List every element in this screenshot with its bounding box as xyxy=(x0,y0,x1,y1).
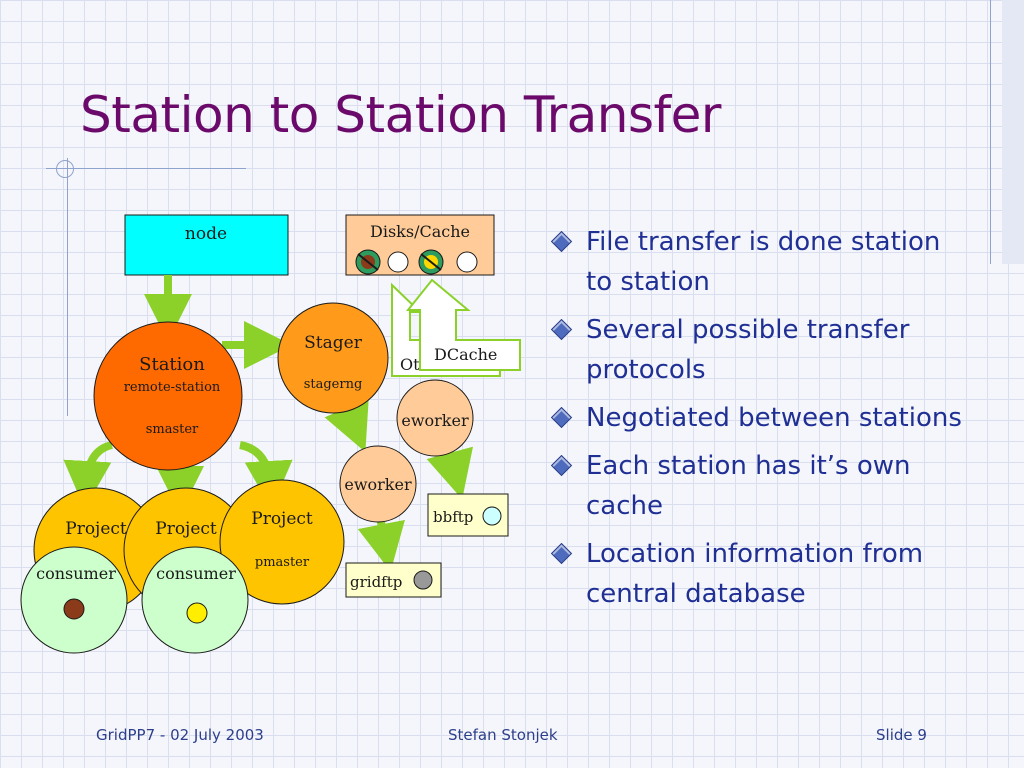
stager-label: Stager xyxy=(304,333,363,353)
eworker-upper-label: eworker xyxy=(401,411,469,430)
bbftp-status-icon xyxy=(482,506,502,526)
consumer-label-2: consumer xyxy=(156,564,236,583)
project-sublabel-pmaster: pmaster xyxy=(255,555,310,570)
diamond-bullet-icon xyxy=(550,542,573,565)
bullet-item: File transfer is done station to station xyxy=(550,222,972,302)
dcache-label: DCache xyxy=(434,345,497,364)
dcache-arrow xyxy=(405,278,521,371)
disk-icons xyxy=(355,249,478,275)
right-decorative-line xyxy=(990,0,991,264)
consumer-1-file-icon xyxy=(63,598,85,620)
bullet-text: Several possible transfer protocols xyxy=(586,315,910,385)
diamond-bullet-icon xyxy=(550,230,573,253)
bullet-item: Location information from central databa… xyxy=(550,534,972,614)
diamond-bullet-icon xyxy=(550,406,573,429)
footer-author: Stefan Stonjek xyxy=(448,726,558,744)
project-label-3: Project xyxy=(251,509,313,529)
bullet-text: Each station has it’s own cache xyxy=(586,451,911,521)
station-label: Station xyxy=(139,354,205,375)
project-label-2: Project xyxy=(155,519,217,539)
bullet-item: Several possible transfer protocols xyxy=(550,310,972,390)
bbftp-label: bbftp xyxy=(433,508,473,526)
footer-slide-number: Slide 9 xyxy=(876,726,927,744)
node-label: node xyxy=(185,224,227,244)
footer-date: GridPP7 - 02 July 2003 xyxy=(96,726,264,744)
stager-node xyxy=(277,302,389,414)
eworker-upper xyxy=(396,379,474,457)
diamond-bullet-icon xyxy=(550,318,573,341)
bullet-list: File transfer is done station to station… xyxy=(550,222,972,622)
decorative-circle xyxy=(56,160,74,178)
slide-title: Station to Station Transfer xyxy=(80,86,721,144)
station-sublabel-smaster: smaster xyxy=(146,422,199,437)
bullet-text: Negotiated between stations xyxy=(586,403,962,433)
station-node xyxy=(93,321,243,471)
stager-sublabel: stagerng xyxy=(304,377,363,392)
transfer-diagram: node Disks/Cache Ot DCache Stager stager… xyxy=(20,214,521,654)
left-decorative-line xyxy=(67,158,68,416)
bullet-text: File transfer is done station to station xyxy=(586,227,941,297)
project-label-1: Project xyxy=(65,519,127,539)
bullet-item: Each station has it’s own cache xyxy=(550,446,972,526)
gridftp-status-icon xyxy=(413,570,433,590)
bullet-item: Negotiated between stations xyxy=(550,398,972,438)
station-sublabel-remote: remote-station xyxy=(124,380,221,395)
other-label: Ot xyxy=(400,355,420,374)
project-node-3 xyxy=(219,479,345,605)
eworker-lower-label: eworker xyxy=(344,475,412,494)
consumer-label-1: consumer xyxy=(36,564,116,583)
eworker-lower xyxy=(339,445,417,523)
disks-cache-label: Disks/Cache xyxy=(370,222,470,241)
gridftp-label: gridftp xyxy=(350,573,402,591)
diamond-bullet-icon xyxy=(550,454,573,477)
title-underline xyxy=(46,168,246,169)
consumer-node-2 xyxy=(141,546,249,654)
consumer-2-file-icon xyxy=(186,602,208,624)
node-box xyxy=(124,214,289,276)
bullet-text: Location information from central databa… xyxy=(586,539,924,609)
right-decorative-band xyxy=(1002,0,1024,264)
